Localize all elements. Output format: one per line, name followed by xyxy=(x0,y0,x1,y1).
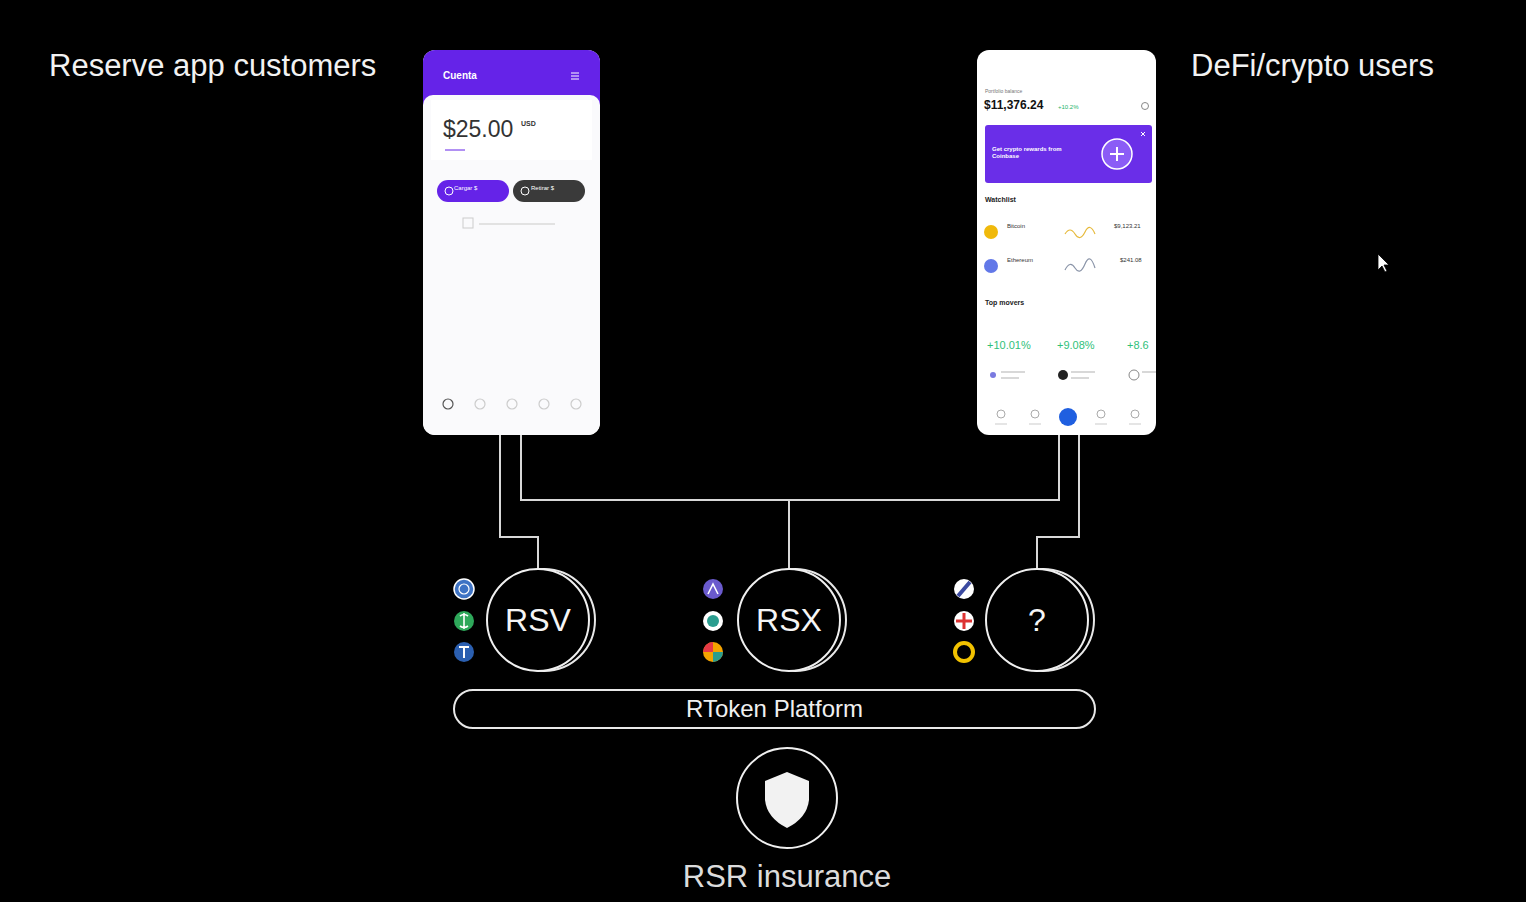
screen-text: Get crypto rewards from Coinbase xyxy=(992,146,1082,160)
insurance-label: RSR insurance xyxy=(683,859,891,895)
screen-text: Portfolio balance xyxy=(985,89,1022,95)
token-name: RSV xyxy=(505,602,571,639)
connector xyxy=(1037,435,1079,568)
phone-screen xyxy=(423,50,600,435)
insurance-node: RSR insurance xyxy=(736,747,838,849)
side-label: Reserve app customers xyxy=(49,48,376,84)
screen-text: Cuenta xyxy=(443,70,477,82)
token-node: RSV xyxy=(486,568,590,672)
connector xyxy=(789,435,1059,568)
side-label: DeFi/crypto users xyxy=(1191,48,1434,84)
phone-mockup: Portfolio balance $11,376.24 +10.2% Get cry… xyxy=(977,50,1156,435)
platform-band: RToken Platform xyxy=(453,689,1096,729)
token-node: ? xyxy=(985,568,1089,672)
screen-text: Bitcoin xyxy=(1007,223,1025,230)
token-node: RSX xyxy=(737,568,841,672)
screen-text: Cargar $ xyxy=(454,185,477,192)
screen-text: +9.08% xyxy=(1057,339,1095,352)
screen-text: $25.00 xyxy=(443,116,513,142)
screen-text: Top movers xyxy=(985,299,1024,307)
phone-mockup: Cuenta $25.00 USD Cargar $ Retirar $ xyxy=(423,50,600,435)
token-name: ? xyxy=(1028,602,1046,639)
connector xyxy=(500,435,538,568)
screen-text: $11,376.24 xyxy=(984,99,1043,113)
shield-circle xyxy=(736,747,838,849)
mouse-cursor xyxy=(1378,254,1389,272)
platform-name: RToken Platform xyxy=(686,695,863,723)
screen-text: $241.08 xyxy=(1120,257,1142,264)
screen-text: +8.6 xyxy=(1127,339,1149,352)
screen-text: $9,123.21 xyxy=(1114,223,1141,230)
screen-text: Ethereum xyxy=(1007,257,1033,264)
screen-text: +10.01% xyxy=(987,339,1031,352)
token-name: RSX xyxy=(756,602,822,639)
connector xyxy=(521,435,789,568)
screen-text: +10.2% xyxy=(1058,104,1079,111)
screen-text: Retirar $ xyxy=(531,185,554,192)
screen-text: Watchlist xyxy=(985,196,1016,204)
screen-text: USD xyxy=(521,120,536,128)
